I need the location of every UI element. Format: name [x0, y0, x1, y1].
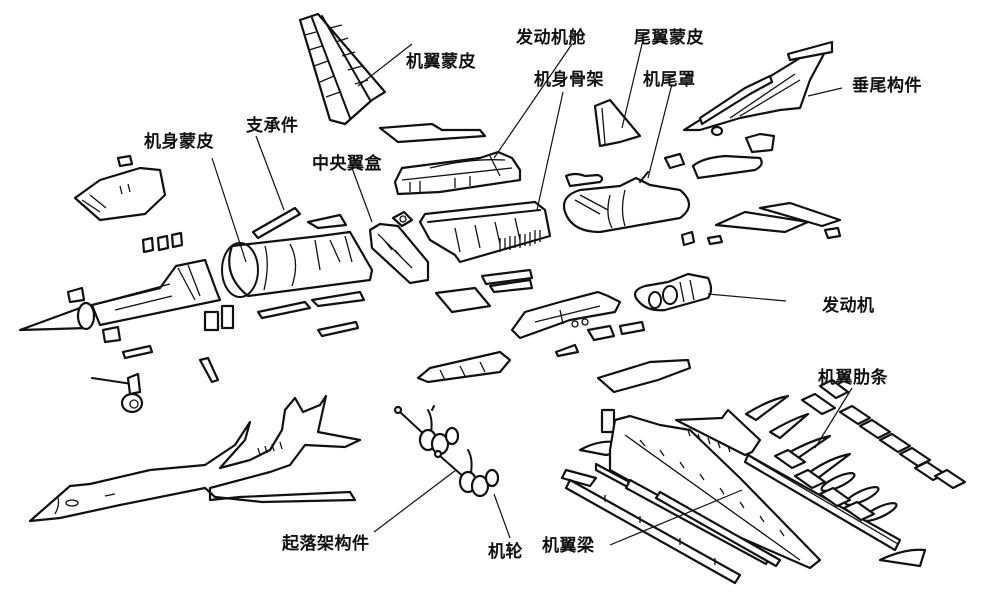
wing-assembly-part	[560, 378, 967, 585]
wing-skin-part	[298, 12, 487, 144]
leader-center-wing-box	[351, 167, 373, 223]
landing-gear-part	[393, 405, 500, 498]
label-support-member: 支承件	[246, 116, 299, 136]
leader-engine-nacelle	[493, 43, 573, 159]
label-wing-spar: 机翼梁	[542, 536, 595, 556]
nose-section-part	[18, 154, 235, 384]
engine-nacelle-part	[393, 150, 522, 196]
label-engine: 发动机	[822, 296, 875, 316]
label-vertical-tail: 垂尾构件	[852, 76, 922, 96]
leader-lines	[211, 39, 853, 546]
tail-skin-part	[593, 98, 642, 148]
vertical-tail-part	[663, 40, 834, 180]
leader-wheels	[493, 493, 511, 539]
fuselage-skin-part	[221, 230, 374, 338]
leader-wing-skin	[357, 43, 413, 87]
lower-fuselage-part	[416, 290, 692, 394]
leader-landing-gear	[373, 469, 457, 533]
label-engine-nacelle: 发动机舱	[516, 28, 586, 48]
label-tail-cone: 机尾罩	[643, 70, 696, 90]
label-fuselage-skin: 机身蒙皮	[144, 132, 214, 152]
leader-support-member	[255, 135, 285, 211]
label-wing-skin: 机翼蒙皮	[406, 52, 476, 72]
tail-cone-part	[562, 171, 696, 247]
leader-tail-skin	[621, 39, 644, 129]
label-fuselage-frame: 机身骨架	[534, 70, 604, 90]
label-wing-ribs: 机翼肋条	[818, 368, 888, 388]
leader-vertical-tail	[807, 87, 843, 97]
support-member-part	[251, 206, 348, 240]
label-tail-skin: 尾翼蒙皮	[634, 28, 704, 48]
nose-gear-part	[91, 372, 144, 414]
leader-wing-spar	[609, 489, 743, 546]
leader-fuselage-skin	[211, 157, 247, 263]
leader-wing-ribs	[814, 387, 853, 449]
complete-aircraft-outline	[28, 394, 362, 523]
leader-engine	[707, 293, 787, 302]
leader-fuselage-frame	[536, 91, 564, 211]
side-panels-part	[706, 201, 842, 246]
label-landing-gear: 起落架构件	[282, 534, 370, 554]
fuselage-frame-part	[418, 200, 552, 294]
label-wheels: 机轮	[488, 542, 523, 562]
center-wing-box-part	[368, 210, 492, 314]
label-center-wing-box: 中央翼盒	[312, 154, 382, 174]
leader-tail-cone	[647, 83, 673, 179]
engine-part	[633, 272, 713, 312]
